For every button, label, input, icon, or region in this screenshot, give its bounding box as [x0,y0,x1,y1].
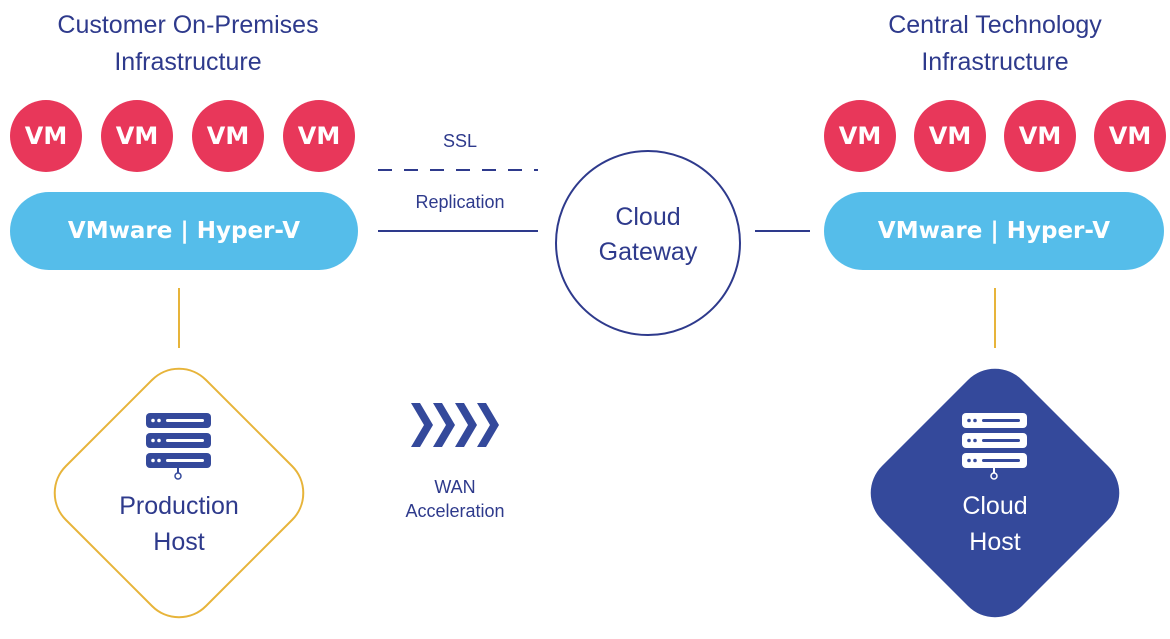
gateway-line2: Gateway [598,238,698,266]
right-vm-1: VM [824,100,896,172]
production-server-icon [146,413,211,480]
right-hypervisor-bar: VMware | Hyper-V [824,192,1164,270]
cloud-server-icon [962,413,1027,480]
right-title-line2: Infrastructure [921,48,1069,76]
left-title-line2: Infrastructure [114,48,262,76]
gateway-line1: Cloud [615,203,681,231]
wan-acceleration-label: WAN Acceleration [385,475,525,523]
left-infrastructure-title: Customer On-Premises Infrastructure [35,7,341,81]
right-vm-4: VM [1094,100,1166,172]
cloud-host-line2: Host [969,528,1021,556]
left-vm-2: VM [101,100,173,172]
left-hypervisor-bar: VMware | Hyper-V [10,192,358,270]
production-host-line2: Host [153,528,205,556]
wan-line1: WAN [434,477,476,497]
wan-acceleration-icon [411,403,499,447]
cloud-host-line1: Cloud [962,492,1028,520]
production-host-line1: Production [119,492,239,520]
cloud-gateway-label: Cloud Gateway [560,200,736,270]
right-infrastructure-title: Central Technology Infrastructure [850,7,1140,81]
replication-label: Replication [415,192,505,212]
left-title-line1: Customer On-Premises [57,11,319,39]
ssl-label: SSL [442,131,478,151]
right-vm-2: VM [914,100,986,172]
wan-line2: Acceleration [405,501,505,521]
left-vm-3: VM [192,100,264,172]
production-host-label: Production Host [99,488,259,560]
cloud-host-diamond [870,368,1120,618]
right-vm-3: VM [1004,100,1076,172]
left-vm-1: VM [10,100,82,172]
cloud-host-label: Cloud Host [915,488,1075,560]
right-title-line1: Central Technology [888,11,1102,39]
cloud-gateway-circle [555,150,741,336]
left-vm-4: VM [283,100,355,172]
production-host-diamond [53,367,305,619]
